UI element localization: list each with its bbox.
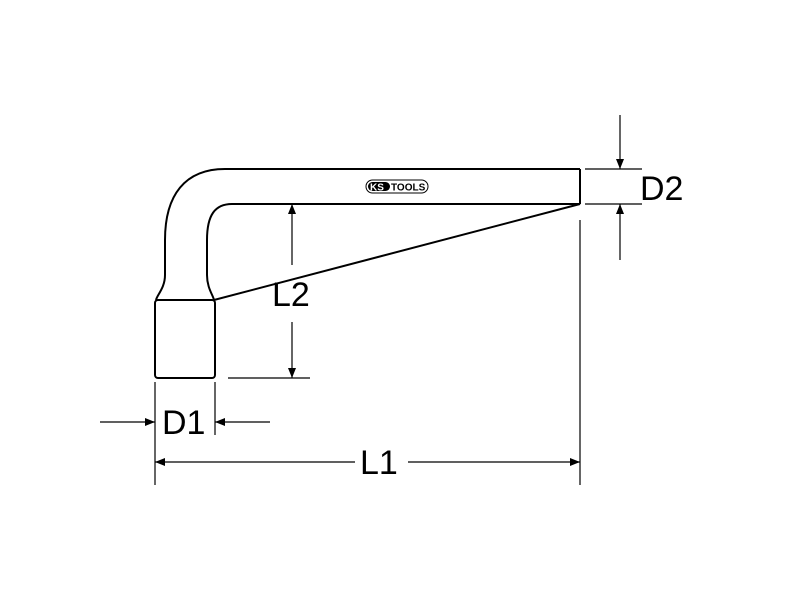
- d2-label: D2: [640, 170, 683, 208]
- l1-label: L1: [360, 444, 398, 482]
- d1-label: D1: [162, 404, 205, 442]
- dimension-lines: [100, 115, 642, 485]
- logo-ks-text: KS: [370, 183, 384, 194]
- wrench-body-outline: [155, 168, 581, 302]
- ks-tools-logo: KS TOOLS: [365, 179, 429, 194]
- socket-head: [154, 299, 216, 379]
- l2-label: L2: [272, 276, 310, 314]
- logo-tools-text: TOOLS: [391, 183, 426, 194]
- l-socket-wrench: [154, 168, 581, 379]
